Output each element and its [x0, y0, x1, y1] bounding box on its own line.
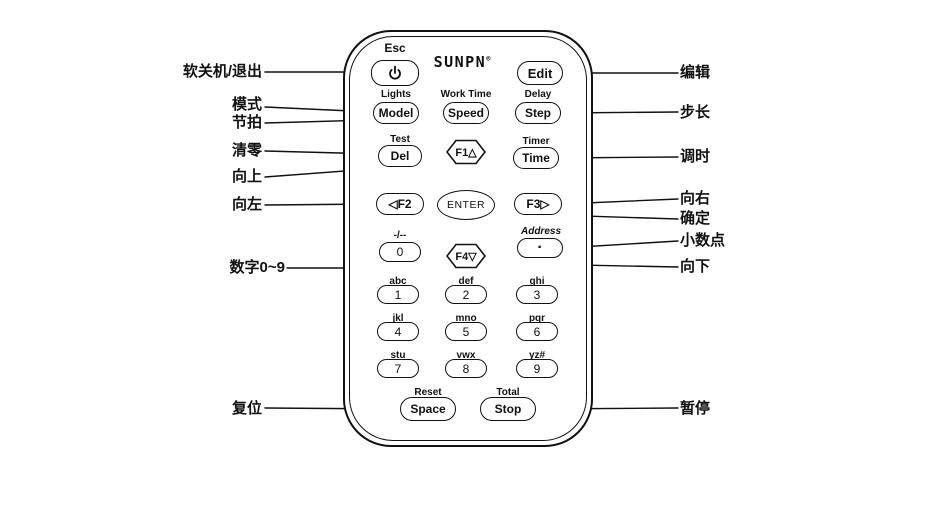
- letters-ghi-label: ghi: [529, 276, 545, 287]
- f4-down-button-label: F4▽: [455, 251, 477, 263]
- label-soft-power-exit: 软关机/退出: [182, 63, 262, 80]
- remote-inner-outline: [349, 36, 587, 441]
- f1-up-button[interactable]: F1△: [444, 138, 488, 166]
- digit-5-button[interactable]: 5: [445, 322, 487, 341]
- letters-mno-label: mno: [455, 313, 477, 324]
- delay-key-label: Delay: [524, 89, 552, 100]
- dial-key-label: -/--: [393, 230, 407, 241]
- space-button[interactable]: Space: [400, 397, 456, 421]
- registered-mark: ®: [486, 55, 491, 63]
- power-icon: [389, 65, 401, 80]
- label-reset: 复位: [231, 400, 262, 417]
- letters-stu-label: stu: [390, 350, 406, 361]
- digit-0-button[interactable]: 0: [379, 242, 421, 262]
- digit-2-button[interactable]: 2: [445, 285, 487, 304]
- letters-def-label: def: [458, 276, 474, 287]
- label-step: 步长: [680, 104, 711, 121]
- decimal-dot-button[interactable]: ·: [517, 238, 563, 258]
- digit-7-button[interactable]: 7: [377, 359, 419, 378]
- stop-button[interactable]: Stop: [480, 397, 536, 421]
- brand-text: SUNPN: [433, 53, 487, 71]
- esc-key-label: Esc: [384, 41, 406, 55]
- label-clear: 清零: [231, 142, 262, 159]
- label-mode: 模式: [231, 96, 262, 113]
- edit-button[interactable]: Edit: [517, 61, 563, 85]
- label-pause: 暂停: [680, 400, 711, 417]
- digit-6-button[interactable]: 6: [516, 322, 558, 341]
- label-edit: 编辑: [680, 64, 711, 81]
- f2-left-button[interactable]: ◁F2: [376, 193, 424, 215]
- digit-4-button[interactable]: 4: [377, 322, 419, 341]
- label-set-time: 调时: [680, 148, 711, 165]
- label-left: 向左: [231, 196, 262, 213]
- label-down: 向下: [680, 258, 711, 275]
- reset-key-label: Reset: [414, 387, 442, 398]
- label-beat: 节拍: [231, 114, 262, 131]
- model-button[interactable]: Model: [373, 102, 419, 124]
- power-button[interactable]: [371, 60, 419, 86]
- label-digits-0-9: 数字0~9: [229, 259, 285, 276]
- speed-button[interactable]: Speed: [443, 102, 489, 124]
- digit-9-button[interactable]: 9: [516, 359, 558, 378]
- lights-key-label: Lights: [381, 89, 411, 100]
- label-up: 向上: [231, 168, 262, 185]
- digit-3-button[interactable]: 3: [516, 285, 558, 304]
- f4-down-button[interactable]: F4▽: [444, 242, 488, 270]
- brand-logo: SUNPN®: [434, 53, 491, 71]
- letters-jkl-label: jkl: [392, 313, 404, 324]
- timer-key-label: Timer: [522, 136, 550, 147]
- letters-pqr-label: pqr: [528, 313, 546, 324]
- digit-1-button[interactable]: 1: [377, 285, 419, 304]
- time-button[interactable]: Time: [513, 147, 559, 169]
- f3-right-button[interactable]: F3▷: [514, 193, 562, 215]
- letters-abc-label: abc: [389, 276, 407, 287]
- worktime-key-label: Work Time: [440, 89, 492, 100]
- f1-up-button-label: F1△: [455, 147, 477, 159]
- letters-yz-label: yz#: [528, 350, 546, 361]
- test-key-label: Test: [390, 134, 410, 145]
- total-key-label: Total: [496, 387, 520, 398]
- digit-8-button[interactable]: 8: [445, 359, 487, 378]
- enter-button[interactable]: ENTER: [437, 190, 495, 220]
- del-button[interactable]: Del: [378, 145, 422, 167]
- address-key-label: Address: [520, 226, 562, 237]
- letters-vwx-label: vwx: [456, 350, 476, 361]
- step-button[interactable]: Step: [515, 102, 561, 124]
- label-right: 向右: [680, 190, 711, 207]
- label-decimal-point: 小数点: [680, 232, 726, 249]
- label-confirm: 确定: [680, 210, 711, 227]
